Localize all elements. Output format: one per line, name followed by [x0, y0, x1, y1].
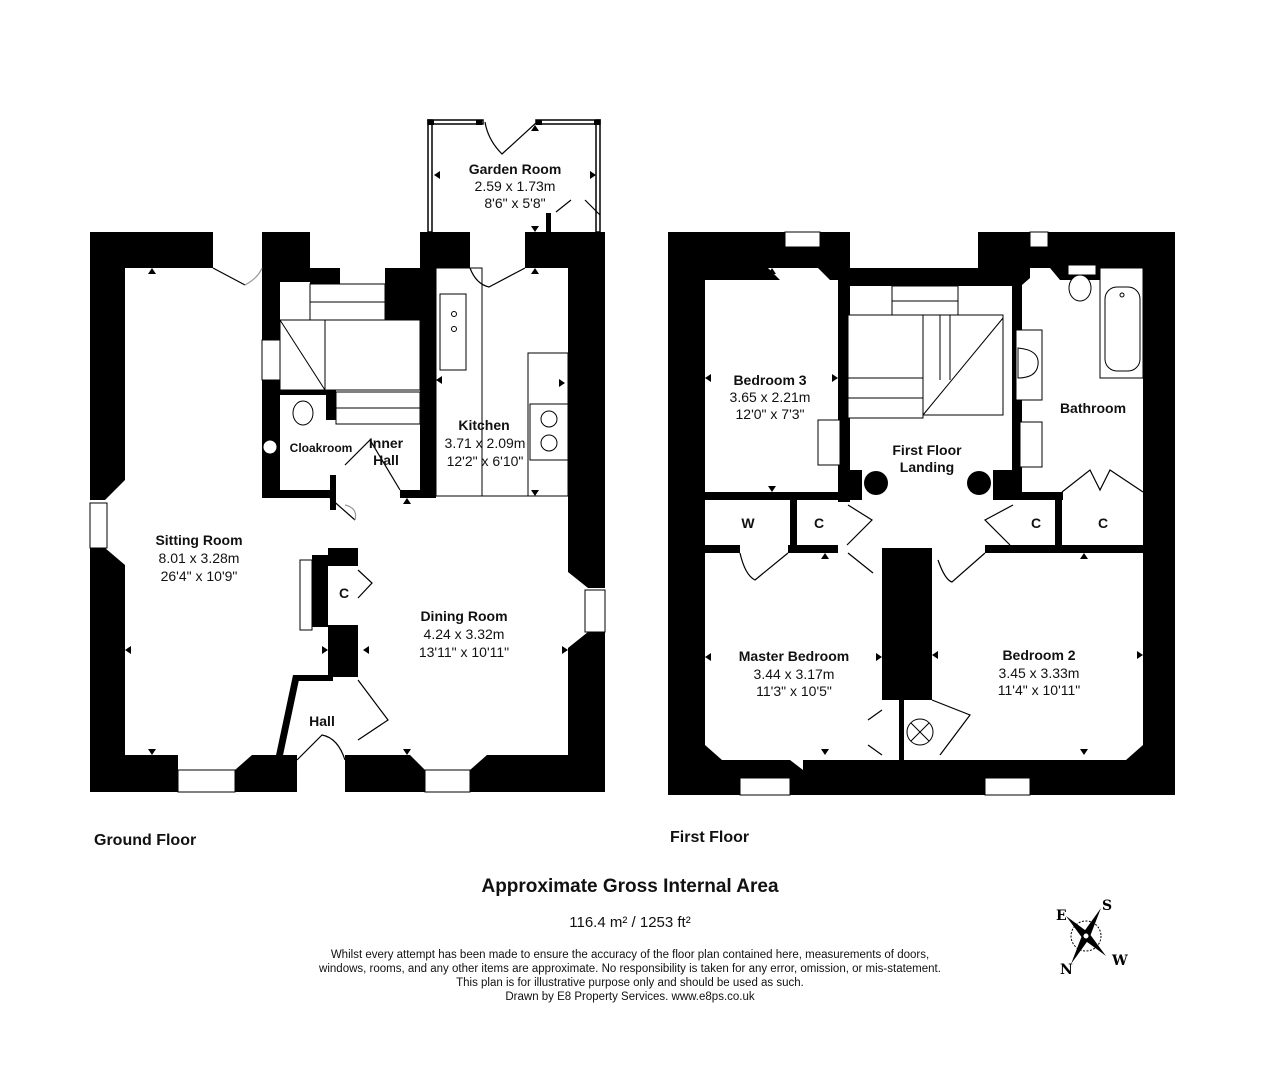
- first-floor-walls: [668, 232, 1175, 795]
- sitting-room-name: Sitting Room: [155, 532, 242, 548]
- garden-door: [484, 121, 538, 155]
- disclaimer-line: windows, rooms, and any other items are …: [319, 963, 941, 975]
- garden-room-imperial: 8'6" x 5'8": [484, 195, 545, 211]
- cupboard-2-name: C: [1031, 515, 1041, 531]
- inner-hall-name-2: Hall: [373, 452, 399, 468]
- landing-name-2: Landing: [900, 459, 954, 475]
- dimension-markers: [125, 125, 596, 755]
- kitchen-imperial: 12'2" x 6'10": [447, 453, 524, 469]
- sitting-room-imperial: 26'4" x 10'9": [161, 568, 238, 584]
- compass-n: N: [1060, 962, 1073, 978]
- kitchen-name: Kitchen: [458, 417, 509, 433]
- compass-e: E: [1056, 908, 1067, 924]
- ground-doors: [212, 267, 526, 761]
- ground-floor-walls: [90, 232, 605, 792]
- first-floor-dimension-markers: [705, 268, 1143, 755]
- ground-floor-label: Ground Floor: [94, 832, 197, 849]
- area-value: 116.4 m² / 1253 ft²: [569, 914, 691, 931]
- ground-stairs: [261, 283, 421, 425]
- wardrobe-name: W: [741, 515, 755, 531]
- garden-room-name: Garden Room: [469, 161, 562, 177]
- master-bedroom-name: Master Bedroom: [739, 648, 849, 664]
- cloakroom-name: Cloakroom: [290, 441, 353, 455]
- bedroom-3-imperial: 12'0" x 7'3": [736, 406, 805, 422]
- ground-cupboard-name: C: [339, 585, 349, 601]
- area-title: Approximate Gross Internal Area: [481, 876, 779, 897]
- kitchen-metric: 3.71 x 2.09m: [445, 435, 526, 451]
- compass-rose-icon: E S W N: [1056, 898, 1128, 978]
- bathroom-fixtures: [1015, 264, 1144, 401]
- first-floor-plan: Bedroom 3 3.65 x 2.21m 12'0" x 7'3" Firs…: [668, 231, 1175, 796]
- disclaimer: Whilst every attempt has been made to en…: [270, 948, 990, 1004]
- first-floor-label: First Floor: [670, 829, 750, 846]
- bedroom-2-name: Bedroom 2: [1002, 647, 1075, 663]
- kitchen-units: [435, 267, 569, 497]
- ground-floor-plan: Garden Room 2.59 x 1.73m 8'6" x 5'8" Kit…: [89, 119, 606, 793]
- dining-room-imperial: 13'11" x 10'11": [419, 644, 509, 660]
- dining-room-metric: 4.24 x 3.32m: [424, 626, 505, 642]
- bathroom-name: Bathroom: [1060, 400, 1126, 416]
- dining-room-name: Dining Room: [420, 608, 507, 624]
- bedroom-2-metric: 3.45 x 3.33m: [999, 665, 1080, 681]
- inner-hall-name-1: Inner: [369, 435, 404, 451]
- first-floor-doors: [739, 469, 1144, 756]
- bedroom-2-imperial: 11'4" x 10'11": [998, 682, 1081, 698]
- disclaimer-line: Drawn by E8 Property Services. www.e8ps.…: [505, 991, 755, 1003]
- cupboard-3-name: C: [1098, 515, 1108, 531]
- sitting-room-metric: 8.01 x 3.28m: [159, 550, 240, 566]
- cupboard-1-name: C: [814, 515, 824, 531]
- disclaimer-line: Whilst every attempt has been made to en…: [330, 949, 930, 961]
- disclaimer-line: This plan is for illustrative purpose on…: [456, 977, 804, 989]
- garden-room-metric: 2.59 x 1.73m: [475, 178, 556, 194]
- bedroom-3-metric: 3.65 x 2.21m: [730, 389, 811, 405]
- bedroom-3-name: Bedroom 3: [733, 372, 806, 388]
- master-bedroom-metric: 3.44 x 3.17m: [754, 666, 835, 682]
- first-floor-stairs: [817, 285, 1043, 468]
- master-bedroom-imperial: 11'3" x 10'5": [756, 683, 832, 699]
- compass-s: S: [1102, 898, 1112, 914]
- landing-name-1: First Floor: [892, 442, 962, 458]
- compass-w: W: [1111, 953, 1128, 969]
- hall-name: Hall: [309, 713, 335, 729]
